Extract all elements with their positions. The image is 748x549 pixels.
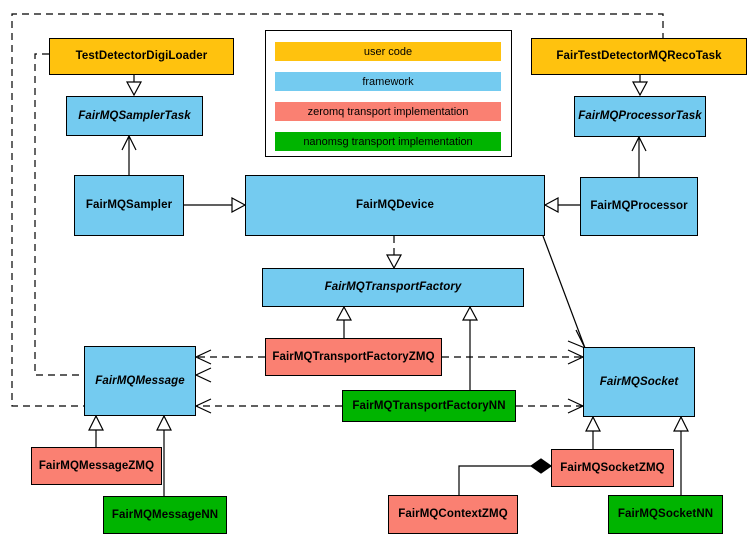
generalization-arrowhead (673, 415, 689, 432)
generalization-arrowhead (231, 196, 247, 214)
legend-panel: user code framework zeromq transport imp… (265, 30, 512, 157)
class-box-fairmqcontextzmq[interactable]: FairMQContextZMQ (388, 495, 518, 534)
class-box-fairmqtransportfactorynn[interactable]: FairMQTransportFactoryNN (342, 390, 516, 422)
class-label: FairMQSocketZMQ (560, 461, 665, 474)
class-label: FairMQContextZMQ (398, 508, 508, 521)
class-label: FairMQProcessorTask (578, 110, 702, 123)
generalization-arrowhead (125, 81, 143, 97)
class-box-testdetectordigiloader[interactable]: TestDetectorDigiLoader (49, 38, 234, 75)
class-box-fairmqmessagenn[interactable]: FairMQMessageNN (103, 496, 227, 534)
class-label: FairMQSampler (85, 199, 173, 212)
dependency-arrowhead (194, 367, 212, 383)
class-box-fairmqsocketzmq[interactable]: FairMQSocketZMQ (551, 449, 674, 487)
class-label: FairMQSamplerTask (78, 109, 191, 122)
class-label: FairMQMessageZMQ (38, 459, 155, 472)
dependency-hollow-arrowhead (385, 254, 403, 270)
class-box-fairmqmessage[interactable]: FairMQMessage (84, 346, 196, 416)
class-label: FairMQMessage (95, 374, 185, 387)
class-label: FairMQMessageNN (111, 508, 219, 521)
class-box-fairmqprocessortask[interactable]: FairMQProcessorTask (574, 96, 706, 137)
class-label: FairMQProcessor (590, 200, 688, 213)
class-label: FairMQTransportFactory (324, 281, 462, 294)
generalization-arrowhead (335, 305, 353, 321)
generalization-arrowhead (543, 196, 559, 214)
class-box-fairmqmessagezmq[interactable]: FairMQMessageZMQ (31, 447, 162, 485)
edge-recotask-message (11, 13, 664, 407)
class-box-fairmqdevice[interactable]: FairMQDevice (245, 175, 545, 236)
legend-label: nanomsg transport implementation (303, 135, 473, 148)
class-box-fairtestdetectormqrecotask[interactable]: FairTestDetectorMQRecoTask (531, 38, 747, 75)
generalization-arrowhead (631, 81, 649, 97)
legend-item-framework: framework (275, 72, 501, 91)
legend-item-nanomsg: nanomsg transport implementation (275, 132, 501, 151)
association-arrowhead (121, 134, 137, 151)
class-label: FairMQTransportFactoryNN (352, 399, 506, 412)
generalization-arrowhead (461, 305, 479, 321)
class-box-fairmqtransportfactory[interactable]: FairMQTransportFactory (262, 268, 524, 307)
legend-label: framework (362, 75, 414, 88)
class-label: FairMQTransportFactoryZMQ (272, 350, 435, 363)
edge-digiloader-message (34, 53, 196, 376)
class-label: FairMQSocket (599, 375, 679, 388)
association-arrowhead (631, 135, 647, 152)
class-label: FairMQDevice (356, 199, 434, 212)
legend-label: zeromq transport implementation (307, 105, 469, 118)
class-label: TestDetectorDigiLoader (75, 50, 208, 63)
generalization-arrowhead (156, 414, 172, 431)
dependency-arrowhead (194, 349, 212, 365)
class-box-fairmqsampler[interactable]: FairMQSampler (74, 175, 184, 236)
class-label: FairMQSocketNN (617, 508, 714, 521)
edge-socketzmq-contextzmq (458, 465, 533, 495)
class-box-fairmqtransportfactoryzmq[interactable]: FairMQTransportFactoryZMQ (265, 338, 442, 376)
association-arrowhead (567, 329, 587, 350)
class-label: FairTestDetectorMQRecoTask (556, 50, 722, 63)
legend-item-zeromq: zeromq transport implementation (275, 102, 501, 121)
generalization-arrowhead (88, 414, 104, 431)
class-box-fairmqprocessor[interactable]: FairMQProcessor (580, 177, 698, 236)
class-box-fairmqsamplertask[interactable]: FairMQSamplerTask (66, 96, 203, 136)
composition-diamond (529, 458, 553, 474)
class-box-fairmqsocketnn[interactable]: FairMQSocketNN (608, 495, 723, 534)
legend-label: user code (363, 45, 413, 58)
generalization-arrowhead (585, 415, 601, 432)
class-box-fairmqsocket[interactable]: FairMQSocket (583, 347, 695, 417)
edge-device-socket (542, 235, 586, 349)
legend-item-user-code: user code (275, 42, 501, 61)
